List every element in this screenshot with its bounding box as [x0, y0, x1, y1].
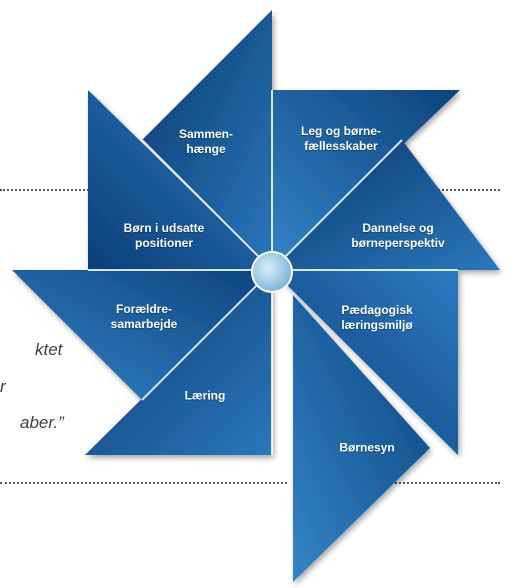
quote-line-2: r [0, 377, 6, 396]
label-sammenhaenge: Sammen- hænge [178, 127, 234, 156]
label-laering: Læring [184, 388, 226, 403]
label-boern-udsatte: Børn i udsatte positioner [123, 221, 205, 250]
label-boernesyn: Børnesyn [339, 440, 395, 455]
quote-line-3: aber.” [20, 413, 64, 432]
quote-line-1: ktet [35, 340, 63, 359]
blade-boernesyn [293, 295, 430, 582]
blade-separators [88, 90, 458, 455]
label-paedagogisk: Pædagogisk læringsmiljø [341, 303, 413, 332]
pinwheel-center [251, 251, 293, 293]
label-leg: Leg og børne- fællesskaber [301, 124, 381, 153]
bottom-dotted-rule-right [376, 482, 500, 484]
bottom-dotted-rule-left [0, 482, 287, 484]
label-foraeldre: Forældre- samarbejde [110, 302, 178, 331]
top-dotted-rule-right [438, 189, 500, 191]
top-dotted-rule-left [0, 189, 92, 191]
blade-foraeldre [12, 270, 272, 400]
blade-dannelse [272, 140, 500, 270]
label-dannelse: Dannelse og børneperspektiv [351, 221, 445, 250]
blade-paedagogisk [272, 270, 458, 455]
blade-sammenhaenge [142, 10, 272, 270]
